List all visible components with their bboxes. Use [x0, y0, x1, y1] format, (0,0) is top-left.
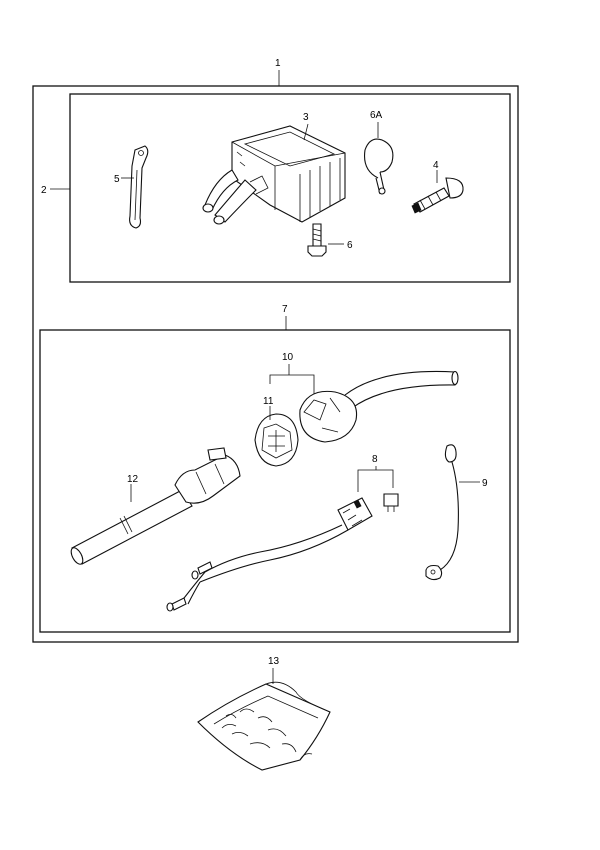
callout-12: 12: [127, 474, 139, 485]
callout-4: 4: [433, 160, 439, 171]
callout-6a: 6A: [370, 110, 383, 121]
callout-1: 1: [275, 58, 281, 69]
callout-10: 10: [282, 352, 294, 363]
leader-10: [269, 364, 315, 398]
part-12-plug: [70, 447, 241, 565]
part-13-parts-bag: [197, 681, 331, 771]
callout-2: 2: [41, 185, 47, 196]
upper-subassembly-frame: [69, 93, 511, 283]
callout-8: 8: [372, 454, 378, 465]
callout-11: 11: [263, 396, 274, 407]
callout-3: 3: [303, 112, 309, 123]
callout-13: 13: [268, 656, 280, 667]
leader-8: [357, 466, 394, 492]
callout-9: 9: [482, 478, 488, 489]
callout-7: 7: [282, 304, 288, 315]
part-9-ground-wire: [425, 444, 459, 581]
part-6-bolt: [307, 223, 327, 257]
part-3-module: [202, 125, 346, 225]
part-8-fuse-harness: [166, 493, 399, 612]
part-4-pin: [411, 177, 464, 214]
part-6a-wire-clip: [363, 138, 394, 195]
part-5-clip: [129, 145, 149, 229]
outer-assembly-frame: [32, 85, 519, 643]
part-11-grommet: [254, 413, 299, 467]
leader-3: [303, 123, 309, 141]
harness-subassembly-frame: [39, 329, 511, 633]
callout-5: 5: [114, 174, 120, 185]
callout-6: 6: [347, 240, 353, 251]
part-10-receptacle: [299, 370, 459, 443]
